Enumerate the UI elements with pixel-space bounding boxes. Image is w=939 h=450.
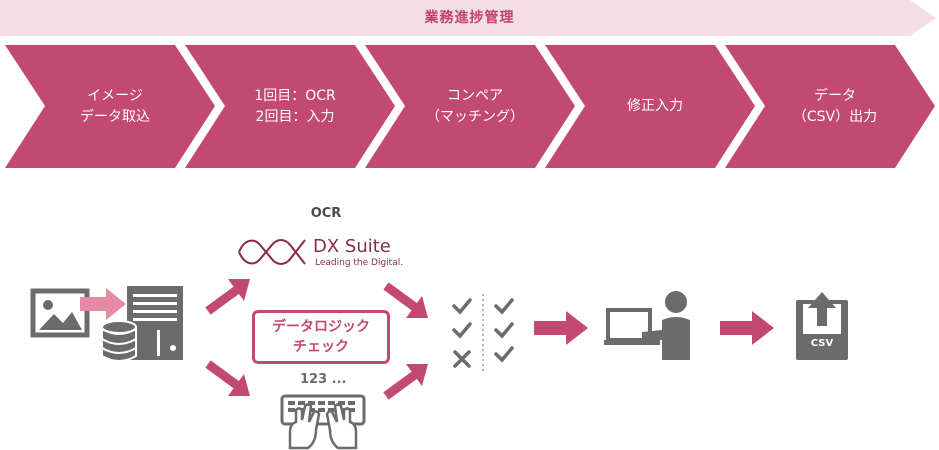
step-4-label: 修正入力: [585, 45, 725, 168]
person-laptop-icon: [604, 291, 690, 360]
compare-result-icon: [452, 294, 514, 372]
transfer-arrow-icon: [80, 288, 126, 320]
step-1-line-2: データ取込: [80, 108, 150, 125]
process-steps: イメージ データ取込 1回目：OCR 2回目：入力 コンペア （マッチング） 修…: [0, 45, 939, 168]
csv-label: CSV: [810, 338, 834, 349]
arrow-to-csv-icon: [720, 311, 774, 345]
data-logic-check-box: データロジック チェック: [252, 310, 390, 364]
step-5-line-1: データ: [814, 87, 856, 104]
dx-suite-logo-icon: [238, 239, 306, 265]
step-3-chevron: [365, 45, 575, 168]
step-1-label: イメージ データ取込: [45, 45, 185, 168]
banner-title: 業務進捗管理: [424, 10, 515, 26]
step-4-line-1: 修正入力: [627, 98, 683, 114]
numeric-label: 123 ...: [300, 372, 347, 387]
step-5-chevron: [725, 45, 935, 168]
steps-chevrons: [5, 45, 935, 168]
server-icon: [127, 286, 183, 360]
step-3-line-1: コンペア: [447, 87, 503, 104]
dx-suite-name: DX Suite: [313, 236, 391, 257]
checkmark-icon: [494, 346, 514, 363]
database-icon: [101, 320, 137, 362]
checkmark-icon: [452, 322, 472, 339]
step-3-label: コンペア （マッチング）: [405, 45, 545, 168]
arrow-ocr-to-compare-icon: [383, 282, 428, 318]
step-2-chevron: [185, 45, 395, 168]
arrow-to-ocr-icon: [205, 279, 250, 315]
csv-upload-icon: [796, 292, 848, 360]
step-4-chevron: [545, 45, 755, 168]
cross-icon: [453, 350, 471, 368]
banner-arrow-shape: [0, 0, 936, 36]
checkmark-icon: [452, 298, 472, 315]
checkmark-icon: [494, 322, 514, 339]
step-1-line-1: イメージ: [87, 87, 143, 104]
keyboard-hands-icon: [280, 394, 366, 450]
step-5-line-2: （CSV）出力: [792, 108, 878, 125]
step-2-label: 1回目：OCR 2回目：入力: [225, 45, 365, 168]
step-1-chevron: [5, 45, 215, 168]
arrow-to-correction-icon: [534, 311, 588, 345]
dx-suite-tagline: Leading the Digital.: [315, 258, 404, 268]
logic-line-2: チェック: [293, 339, 349, 355]
step-2-line-2: 2回目：入力: [255, 108, 335, 125]
ocr-label: OCR: [310, 206, 342, 221]
arrow-to-input-icon: [205, 360, 250, 396]
checkmark-icon: [494, 298, 514, 315]
image-icon: [30, 288, 90, 338]
step-3-line-2: （マッチング）: [426, 108, 524, 125]
step-5-label: データ （CSV）出力: [765, 45, 905, 168]
progress-banner: 業務進捗管理: [0, 0, 939, 36]
arrow-input-to-compare-icon: [383, 364, 428, 400]
step-2-line-1: 1回目：OCR: [254, 87, 336, 104]
logic-line-1: データロジック: [272, 319, 370, 335]
